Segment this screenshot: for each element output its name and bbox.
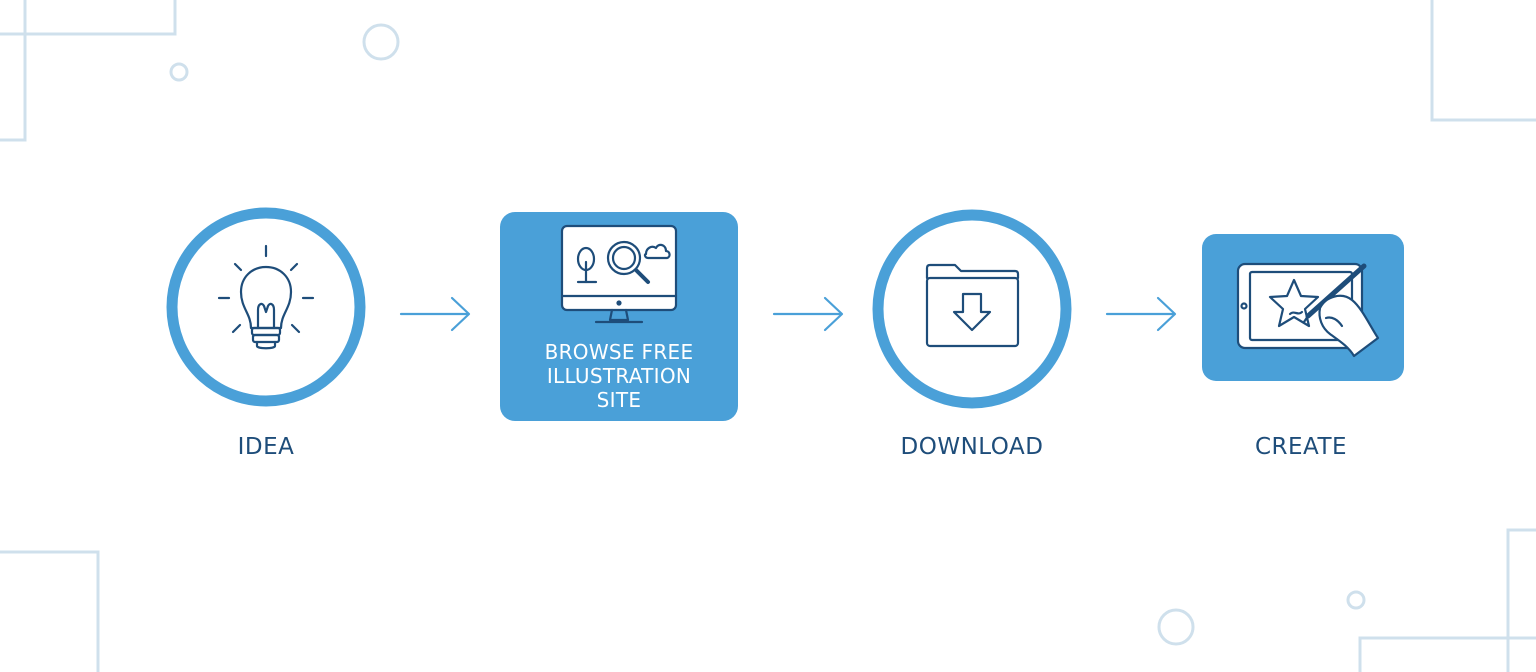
step-download-node: [872, 209, 1072, 409]
decor-line: [0, 0, 27, 142]
decor-line: [1358, 636, 1536, 672]
step-browse-node: [500, 212, 738, 421]
decor-line: [0, 550, 100, 672]
decor-line: [1506, 528, 1536, 672]
arrow-right-icon: [399, 296, 471, 332]
folder-download-icon: [925, 263, 1020, 348]
arrow-right-icon: [772, 296, 844, 332]
decor-circle: [362, 23, 400, 61]
step-create-label: CREATE: [1254, 434, 1348, 460]
step-browse-label-line: SITE: [596, 388, 642, 412]
step-browse-label-line: BROWSE FREE: [544, 340, 694, 364]
step-browse-label-line: ILLUSTRATION: [546, 364, 692, 388]
tablet-drawing-icon: [1236, 262, 1380, 358]
decor-line: [0, 0, 177, 36]
monitor-search-icon: [560, 224, 678, 324]
decor-circle: [1157, 608, 1195, 646]
step-download-label: DOWNLOAD: [900, 434, 1044, 460]
decor-line: [1430, 0, 1536, 122]
step-idea-node: [166, 207, 366, 407]
step-browse-label: BROWSE FREE ILLUSTRATION SITE: [510, 340, 728, 412]
step-create-node: [1202, 234, 1404, 381]
step-idea-label: IDEA: [237, 434, 295, 460]
decor-circle: [169, 62, 189, 82]
arrow-right-icon: [1105, 296, 1177, 332]
decor-circle: [1346, 590, 1366, 610]
lightbulb-icon: [217, 244, 315, 350]
